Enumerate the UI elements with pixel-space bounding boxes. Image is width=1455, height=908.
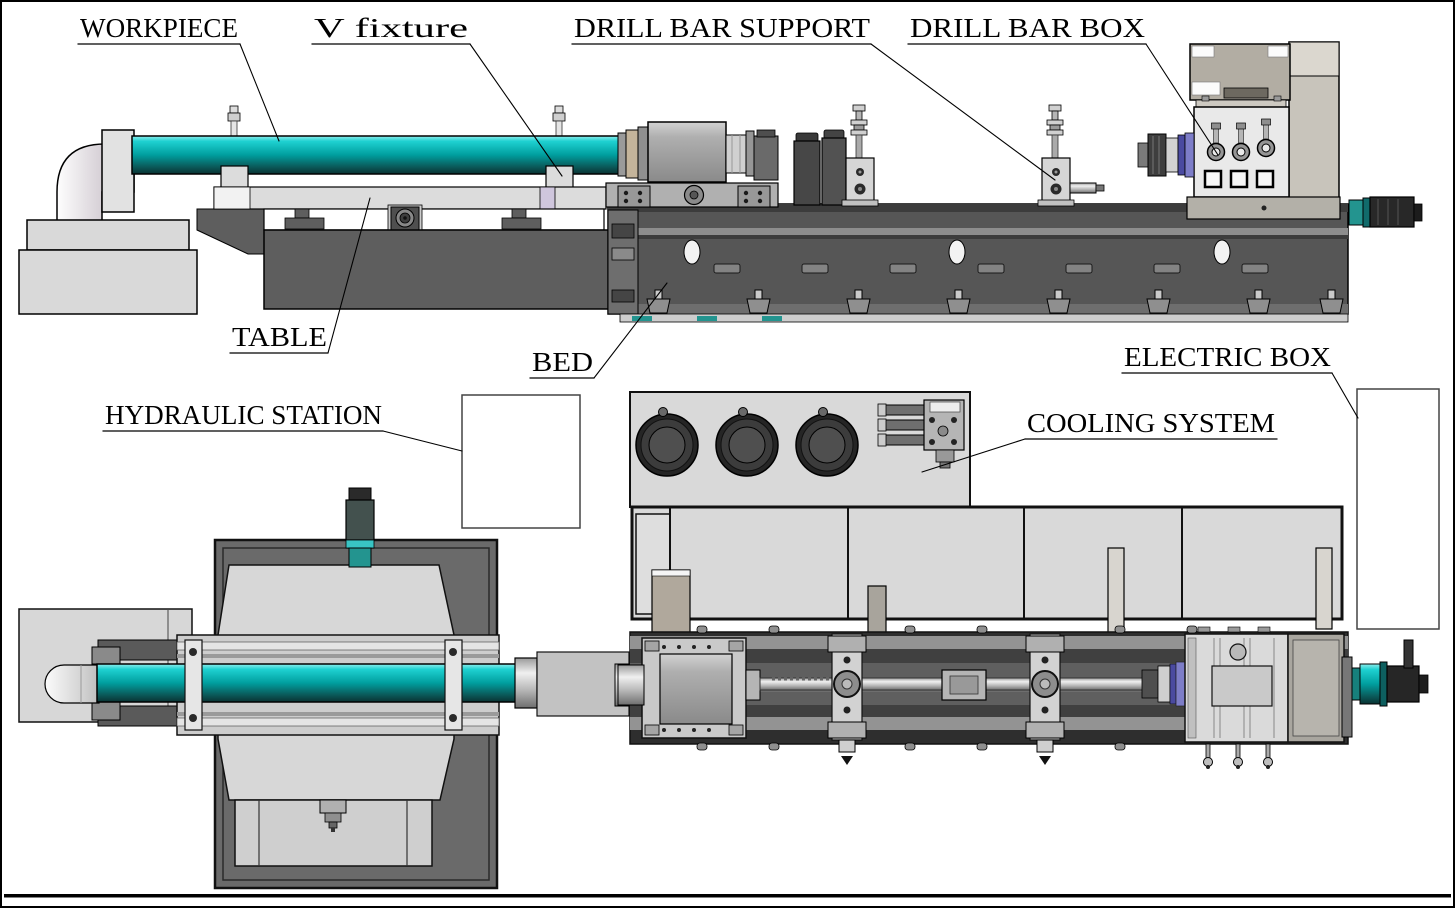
- hydraulic-station-leader-line: [382, 430, 463, 452]
- workpiece-coupling: [625, 129, 639, 179]
- coolant-pump: [877, 399, 965, 469]
- workpiece-label-text: WORKPIECE: [80, 13, 238, 43]
- hydraulic-station-outline: [461, 394, 581, 529]
- drill-bar-support-leader-line: [870, 43, 1056, 181]
- label-table: TABLE: [229, 197, 371, 354]
- table-label-text: TABLE: [232, 322, 327, 352]
- electric-box-label-text: ELECTRIC BOX: [1124, 342, 1332, 372]
- machine-pad: [762, 316, 782, 321]
- workpiece-bar-side: [131, 135, 625, 175]
- bed-side: [607, 203, 1349, 323]
- bed-left-end-blocks: [607, 209, 639, 315]
- side-view: [18, 41, 1423, 323]
- drill-bar-support-2: [1037, 104, 1105, 207]
- headstock-plan: [617, 637, 761, 739]
- cooling-system-tank: [629, 391, 1344, 635]
- workpiece-collar-plan: [514, 657, 538, 709]
- motor-handle: [1403, 639, 1414, 669]
- table-t-slot-left: [284, 208, 325, 230]
- v-fixture-right-base: [545, 165, 574, 191]
- drill-bar-box-side: [1137, 41, 1341, 220]
- table-leader-line: [327, 197, 371, 354]
- workpiece-leader-line: [239, 43, 280, 142]
- v-fixture-label-text: V fixture: [314, 13, 468, 43]
- bed-oval-hole: [683, 239, 701, 265]
- drill-bar-support-2-plan: [1025, 633, 1065, 766]
- spindle-side: [1137, 132, 1195, 178]
- pedestal-lower-block: [18, 249, 198, 315]
- table-saddle: [263, 229, 611, 310]
- table-side-wedge: [196, 208, 265, 255]
- electric-box-outline: [1356, 388, 1440, 630]
- callout-labels: WORKPIECE V fixture DRILL BAR SUPPORT DR…: [77, 13, 1359, 473]
- drill-bar-box-label-text: DRILL BAR BOX: [910, 13, 1146, 43]
- label-drill-bar-support: DRILL BAR SUPPORT: [571, 13, 1056, 181]
- cooling-system-label-text: COOLING SYSTEM: [1027, 408, 1275, 438]
- plan-view: [18, 388, 1440, 890]
- drill-bar-box-plan: [1141, 626, 1345, 770]
- machine-pad: [697, 316, 717, 321]
- headstock-connector-plan: [536, 651, 630, 717]
- label-hydraulic-station: HYDRAULIC STATION: [102, 400, 463, 452]
- drill-bar-support-label-text: DRILL BAR SUPPORT: [574, 13, 871, 43]
- machine-pad: [632, 316, 652, 321]
- feed-motor-plan: [1341, 639, 1429, 738]
- label-drill-bar-box: DRILL BAR BOX: [907, 13, 1219, 156]
- workpiece-end-bracket: [101, 129, 135, 213]
- tank-pedestal-plan: [234, 799, 433, 867]
- label-v-fixture: V fixture: [311, 13, 563, 177]
- label-workpiece: WORKPIECE: [77, 13, 280, 142]
- table-gearbox: [387, 204, 423, 232]
- drawing-bottom-frame-line: [4, 894, 1451, 898]
- cooling-system-leader-line: [921, 438, 1026, 473]
- table-t-slot-right: [501, 208, 542, 230]
- elbow-cap-plan: [44, 664, 100, 704]
- pedestal-upper-block: [26, 219, 190, 251]
- drill-bar-support-1-plan: [827, 633, 867, 766]
- guide-cylinder-stands: [793, 129, 847, 206]
- bed-base-strip: [619, 313, 1349, 323]
- label-bed: BED: [529, 282, 668, 379]
- bed-leader-line: [593, 282, 668, 379]
- label-electric-box: ELECTRIC BOX: [1121, 342, 1359, 419]
- drill-bar-support-1: [841, 104, 879, 207]
- bed-oval-hole: [1213, 239, 1231, 265]
- drill-bar-pin: [1069, 182, 1097, 194]
- v-fixture-left-plan: [184, 639, 203, 731]
- bed-label-text: BED: [532, 347, 593, 377]
- hydraulic-pump-motor: [345, 487, 375, 568]
- oil-receiver-box: [605, 121, 779, 208]
- bed-oval-hole: [948, 239, 966, 265]
- v-fixture-left-base: [220, 165, 249, 191]
- table-side: [213, 186, 611, 310]
- ring-handles: [1206, 118, 1276, 162]
- feed-motor-side: [1348, 196, 1423, 228]
- v-fixture-leader-line: [469, 43, 563, 177]
- label-cooling-system: COOLING SYSTEM: [921, 408, 1278, 473]
- electric-box-leader-line: [1331, 372, 1359, 419]
- hydraulic-station-label-text: HYDRAULIC STATION: [105, 400, 382, 430]
- bed-plan: [617, 625, 1429, 770]
- tank-legs: [651, 547, 1333, 635]
- v-fixture-right-plan: [444, 639, 463, 731]
- drill-bar-box-leader-line: [1145, 43, 1219, 156]
